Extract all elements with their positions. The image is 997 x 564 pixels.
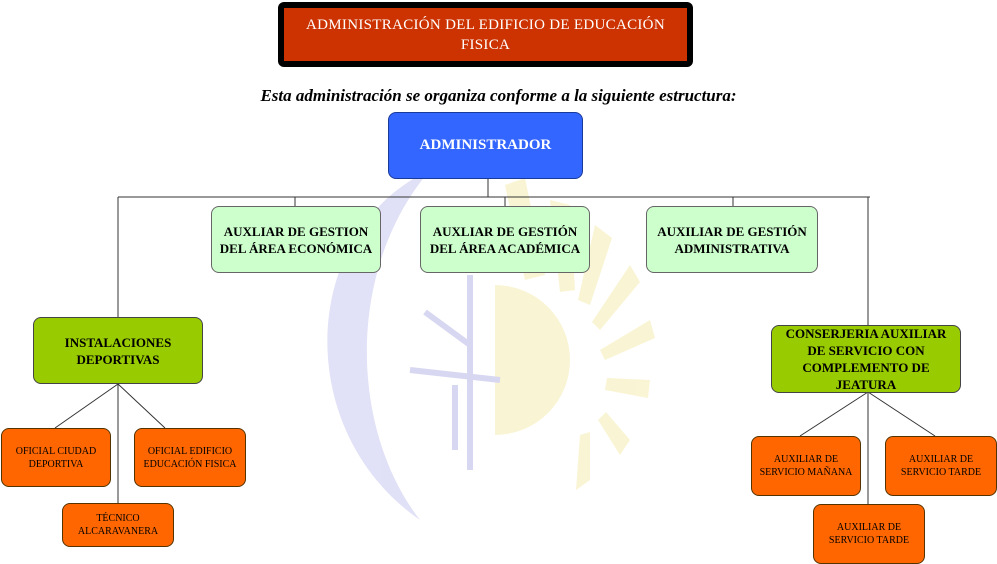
node-aux-gestion-academica: AUXLIAR DE GESTIÓN DEL ÁREA ACADÉMICA <box>420 206 590 273</box>
node-tecnico-alcaravanera: TÉCNICO ALCARAVANERA <box>62 503 174 547</box>
watermark-half-circle <box>495 285 570 435</box>
watermark-figures <box>409 275 501 470</box>
node-oficial-ciudad-deportiva: OFICIAL CIUDAD DEPORTIVA <box>1 428 111 487</box>
node-aux-gestion-economica: AUXLIAR DE GESTION DEL ÁREA ECONÓMICA <box>211 206 381 273</box>
title-text: ADMINISTRACIÓN DEL EDIFICIO DE EDUCACIÓN… <box>284 8 687 61</box>
title-banner: ADMINISTRACIÓN DEL EDIFICIO DE EDUCACIÓN… <box>278 2 693 67</box>
node-oficial-edificio: OFICIAL EDIFICIO EDUCACIÓN FISICA <box>134 428 246 487</box>
node-instalaciones-deportivas: INSTALACIONES DEPORTIVAS <box>33 317 203 384</box>
node-conserjeria: CONSERJERIA AUXILIAR DE SERVICIO CON COM… <box>771 325 961 393</box>
node-aux-gestion-administrativa: AUXILIAR DE GESTIÓN ADMINISTRATIVA <box>646 206 818 273</box>
node-administrador: ADMINISTRADOR <box>388 112 583 179</box>
node-auxiliar-servicio-tarde-bottom: AUXILIAR DE SERVICIO TARDE <box>813 504 925 564</box>
subtitle: Esta administración se organiza conforme… <box>260 86 737 105</box>
node-auxiliar-servicio-manana: AUXILIAR DE SERVICIO MAÑANA <box>751 436 861 496</box>
node-auxiliar-servicio-tarde-right: AUXILIAR DE SERVICIO TARDE <box>885 436 997 496</box>
